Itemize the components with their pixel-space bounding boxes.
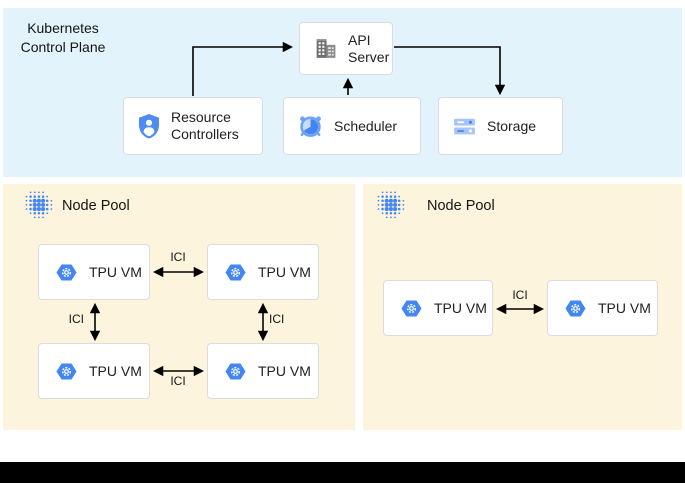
tpu-vm-card: TPU VM	[38, 343, 150, 399]
tpu-vm-card: TPU VM	[38, 244, 150, 300]
tpu-vm-card: TPU VM	[547, 280, 658, 336]
node-pool-right-title: Node Pool	[427, 198, 495, 214]
node-resource-controllers: Resource Controllers	[123, 97, 263, 155]
ici-link-label: ICI	[170, 250, 186, 264]
tpu-vm-label: TPU VM	[89, 362, 142, 379]
tpu-hexagon-icon	[55, 262, 78, 283]
tpu-vm-card: TPU VM	[383, 280, 493, 336]
tpu-vm-label: TPU VM	[258, 362, 311, 379]
tpu-vm-label: TPU VM	[89, 263, 142, 280]
control-plane-title: Kubernetes Control Plane	[12, 19, 114, 57]
tpu-vm-card: TPU VM	[207, 244, 319, 300]
node-api-server: API Server	[299, 22, 393, 75]
node-scheduler: Scheduler	[283, 97, 421, 155]
tpu-hexagon-icon	[224, 262, 247, 283]
node-pool-dots-icon	[24, 189, 54, 221]
storage-label: Storage	[487, 117, 537, 134]
tpu-vm-label: TPU VM	[434, 299, 487, 316]
node-pool-dots-icon	[376, 189, 406, 221]
scheduler-label: Scheduler	[334, 117, 398, 134]
tpu-vm-label: TPU VM	[598, 299, 651, 316]
alarm-clock-icon	[297, 113, 324, 140]
node-pool-left-title: Node Pool	[62, 198, 130, 214]
api-server-label: API Server	[348, 31, 390, 65]
ici-link-label: ICI	[512, 288, 528, 302]
node-storage: Storage	[438, 97, 563, 155]
ici-link-label: ICI	[68, 312, 84, 326]
tpu-hexagon-icon	[564, 298, 587, 319]
footer-bar	[0, 462, 685, 483]
storage-disks-icon	[452, 114, 477, 139]
tpu-hexagon-icon	[55, 361, 78, 382]
control-plane-title-line1: Kubernetes	[27, 20, 99, 36]
shield-user-icon	[137, 113, 161, 139]
ici-link-label: ICI	[269, 312, 285, 326]
building-icon	[313, 36, 338, 61]
control-plane-title-line2: Control Plane	[20, 39, 106, 55]
resource-controllers-label: Resource Controllers	[171, 109, 239, 142]
tpu-hexagon-icon	[400, 298, 423, 319]
tpu-vm-label: TPU VM	[258, 263, 311, 280]
tpu-vm-card: TPU VM	[207, 343, 319, 399]
tpu-hexagon-icon	[224, 361, 247, 382]
ici-link-label: ICI	[170, 374, 186, 388]
